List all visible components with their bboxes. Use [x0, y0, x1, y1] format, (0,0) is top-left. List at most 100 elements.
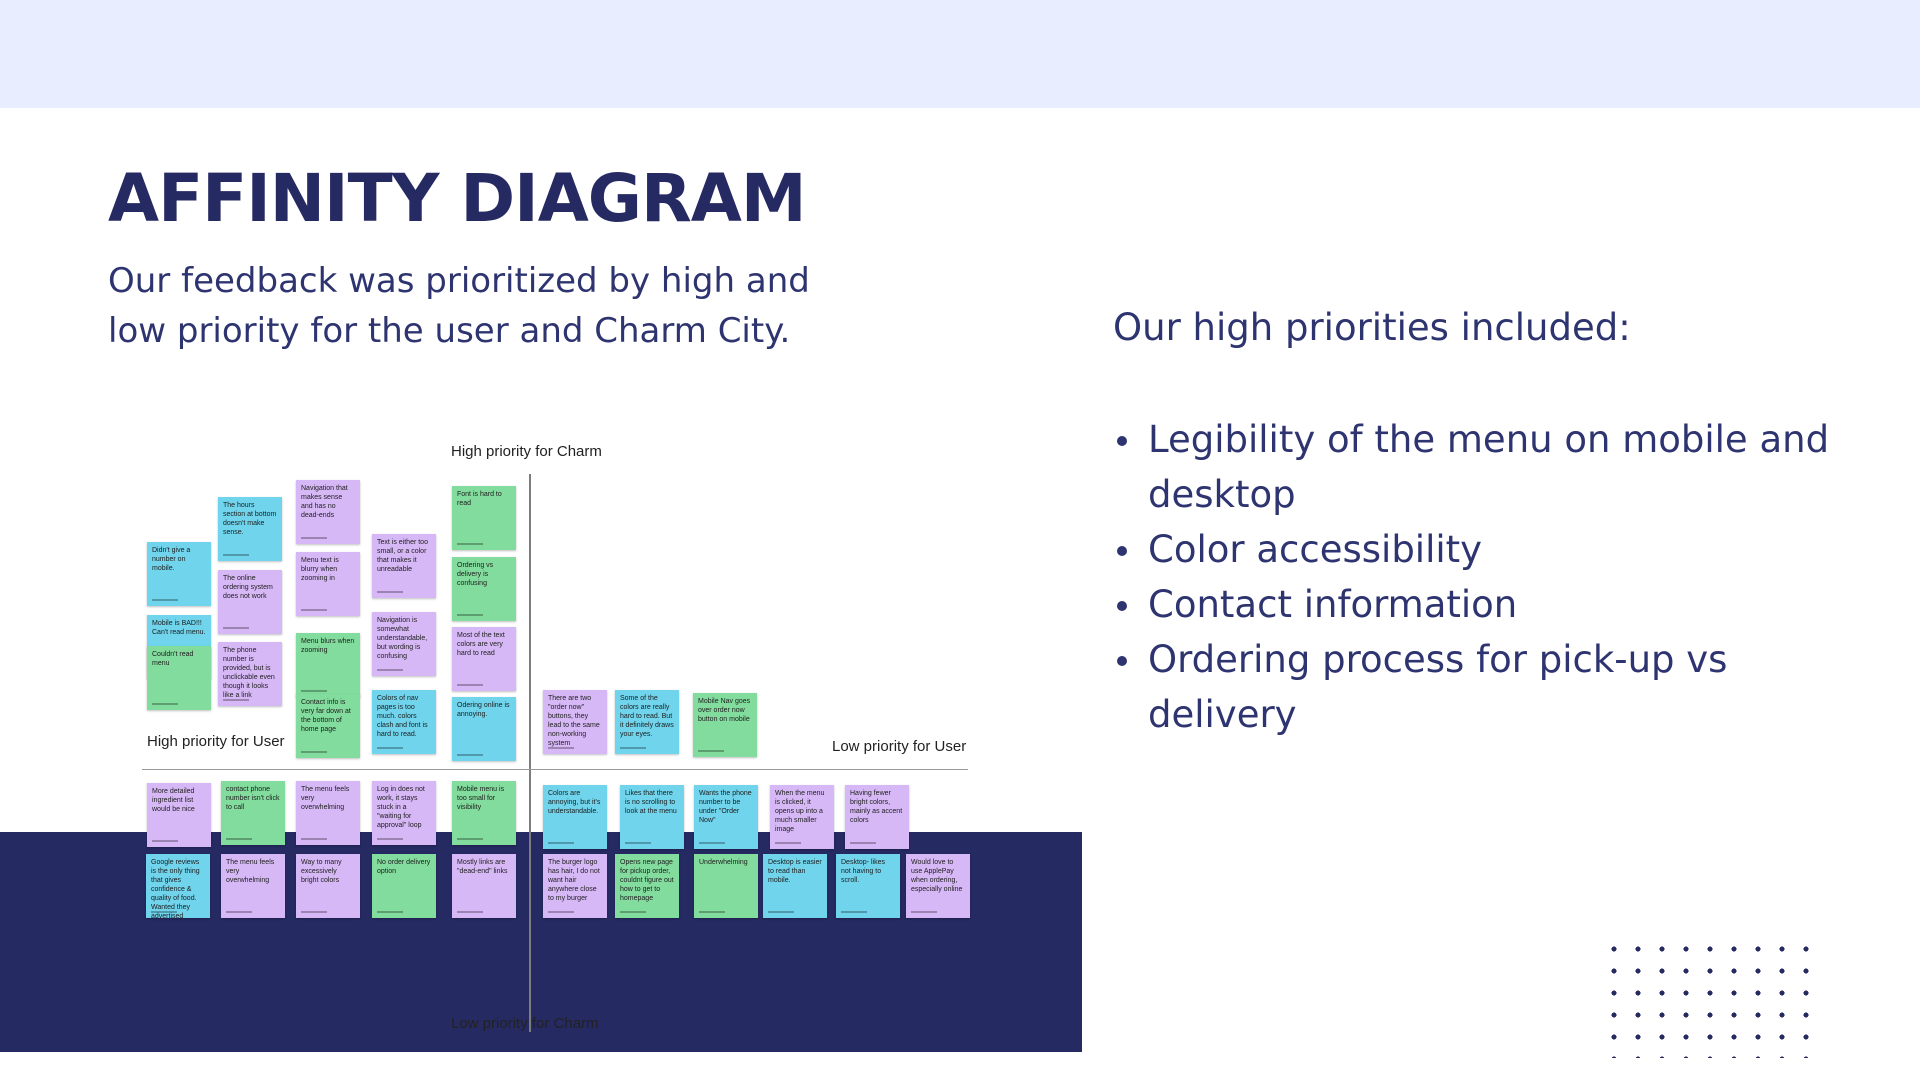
sticky-note: Mobile menu is too small for visibility [452, 781, 516, 845]
sticky-note: contact phone number isn't click to call [221, 781, 285, 845]
sticky-note-text: Some of the colors are really hard to re… [620, 695, 674, 738]
sticky-note-text: The hours section at bottom doesn't make… [223, 502, 277, 536]
bullet-icon [1117, 546, 1127, 556]
sticky-note-text: Navigation that makes sense and has no d… [301, 485, 348, 519]
sticky-note-text: The online ordering system does not work [223, 575, 273, 600]
author-line [620, 911, 646, 913]
sticky-note-text: When the menu is clicked, it opens up in… [775, 790, 825, 833]
author-line [152, 840, 178, 842]
author-line [548, 911, 574, 913]
sticky-note: Colors of nav pages is too much. colors … [372, 690, 436, 754]
slide-title: AFFINITY DIAGRAM [108, 160, 807, 237]
author-line [377, 911, 403, 913]
author-line [223, 627, 249, 629]
author-line [699, 911, 725, 913]
sticky-note-text: Didn't give a number on mobile. [152, 547, 191, 572]
sticky-note: There are two "order now" buttons, they … [543, 690, 607, 754]
author-line [768, 911, 794, 913]
author-line [151, 911, 177, 913]
sticky-note-text: Menu blurs when zooming [301, 638, 355, 654]
priority-item: Legibility of the menu on mobile and des… [1113, 412, 1873, 522]
sticky-note: Having fewer bright colors, mainly as ac… [845, 785, 909, 849]
author-line [457, 911, 483, 913]
sticky-note-text: Navigation is somewhat understandable, b… [377, 617, 428, 660]
author-line [223, 554, 249, 556]
sticky-note: Would love to use ApplePay when ordering… [906, 854, 970, 918]
sticky-note: When the menu is clicked, it opens up in… [770, 785, 834, 849]
author-line [301, 838, 327, 840]
author-line [377, 669, 403, 671]
sticky-note: Underwhelming [694, 854, 758, 918]
author-line [850, 842, 876, 844]
sticky-note-text: Google reviews is the only thing that gi… [151, 859, 200, 918]
sticky-note-text: contact phone number isn't click to call [226, 786, 280, 811]
sticky-note-text: Colors are annoying, but it's understand… [548, 790, 601, 815]
priority-item: Contact information [1113, 577, 1873, 632]
author-line [457, 684, 483, 686]
sticky-note-text: Underwhelming [699, 859, 748, 866]
author-line [226, 911, 252, 913]
sticky-note-text: There are two "order now" buttons, they … [548, 695, 600, 747]
sticky-note-text: The menu feels very overwhelming [301, 786, 350, 811]
sticky-note: The burger logo has hair, I do not want … [543, 854, 607, 918]
author-line [377, 591, 403, 593]
sticky-note: Most of the text colors are very hard to… [452, 627, 516, 691]
affinity-diagram-image: High priority for Charm Low priority for… [0, 440, 1082, 1032]
top-band [0, 0, 1920, 108]
sticky-note: Desktop- likes not having to scroll. [836, 854, 900, 918]
author-line [698, 750, 724, 752]
sticky-note-text: Couldn't read menu [152, 651, 194, 667]
sticky-note: Way to many excessively bright colors [296, 854, 360, 918]
sticky-note-text: The phone number is provided, but is unc… [223, 647, 275, 699]
author-line [301, 609, 327, 611]
priority-item: Ordering process for pick-up vs delivery [1113, 632, 1873, 742]
sticky-note: Colors are annoying, but it's understand… [543, 785, 607, 849]
sticky-note-text: Desktop- likes not having to scroll. [841, 859, 885, 884]
sticky-note-text: Way to many excessively bright colors [301, 859, 342, 884]
sticky-note-text: Mostly links are "dead-end" links [457, 859, 508, 875]
sticky-note: Mostly links are "dead-end" links [452, 854, 516, 918]
sticky-note: Desktop is easier to read than mobile. [763, 854, 827, 918]
priorities-list: Legibility of the menu on mobile and des… [1113, 412, 1873, 742]
author-line [625, 842, 651, 844]
author-line [548, 747, 574, 749]
sticky-note-text: Mobile is BAD!!! Can't read menu. [152, 620, 206, 636]
sticky-note-text: Mobile Nav goes over order now button on… [698, 698, 751, 723]
author-line [699, 842, 725, 844]
sticky-note: Likes that there is no scrolling to look… [620, 785, 684, 849]
sticky-note-text: Likes that there is no scrolling to look… [625, 790, 677, 815]
sticky-note: More detailed ingredient list would be n… [147, 783, 211, 847]
sticky-note: Couldn't read menu [147, 646, 211, 710]
bullet-icon [1117, 656, 1127, 666]
author-line [152, 703, 178, 705]
sticky-note-text: Log in does not work, it stays stuck in … [377, 786, 425, 829]
vertical-axis [529, 474, 531, 1032]
sticky-note-text: Menu text is blurry when zooming in [301, 557, 339, 582]
sticky-note: Mobile Nav goes over order now button on… [693, 693, 757, 757]
sticky-note-text: The menu feels very overwhelming [226, 859, 275, 884]
sticky-note: Log in does not work, it stays stuck in … [372, 781, 436, 845]
bullet-icon [1117, 436, 1127, 446]
sticky-note-text: The burger logo has hair, I do not want … [548, 859, 600, 902]
sticky-note: The online ordering system does not work [218, 570, 282, 634]
label-low-priority-charm: Low priority for Charm [451, 1015, 599, 1032]
sticky-note: Odering online is annoying. [452, 697, 516, 761]
label-high-priority-charm: High priority for Charm [451, 443, 602, 460]
sticky-note-text: Font is hard to read [457, 491, 502, 507]
sticky-note: Menu blurs when zooming [296, 633, 360, 697]
sticky-note-text: Colors of nav pages is too much. colors … [377, 695, 428, 738]
slide-subtitle: Our feedback was prioritized by high and… [108, 261, 810, 351]
sticky-note: The hours section at bottom doesn't make… [218, 497, 282, 561]
label-high-priority-user: High priority for User [147, 733, 285, 750]
sticky-note-text: Most of the text colors are very hard to… [457, 632, 505, 657]
sticky-note: Font is hard to read [452, 486, 516, 550]
sticky-note: Navigation that makes sense and has no d… [296, 480, 360, 544]
author-line [911, 911, 937, 913]
priority-item: Color accessibility [1113, 522, 1873, 577]
author-line [620, 747, 646, 749]
author-line [152, 599, 178, 601]
sticky-note: Wants the phone number to be under "Orde… [694, 785, 758, 849]
author-line [377, 838, 403, 840]
author-line [457, 614, 483, 616]
sticky-note: Didn't give a number on mobile. [147, 542, 211, 606]
